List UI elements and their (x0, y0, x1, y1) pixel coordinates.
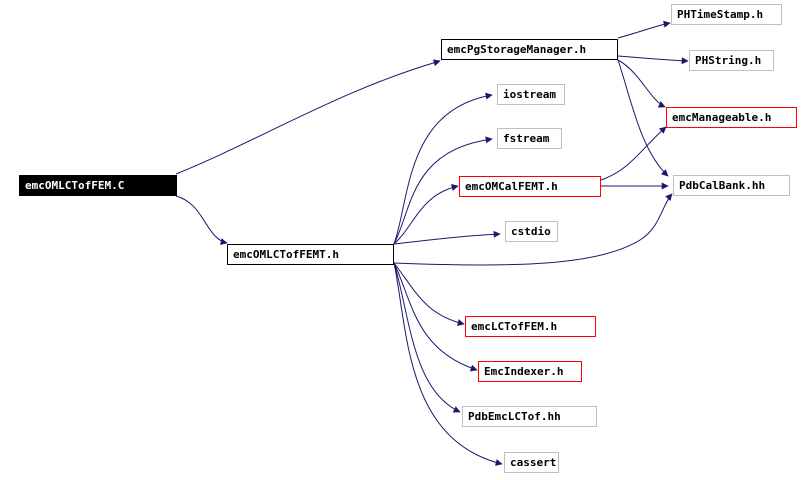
edge-emcomcalfemt-to-emcmanageable (600, 126, 667, 181)
edge-emcpgstoragemanager-to-emcmanageable (617, 59, 666, 108)
edge-emcpgstoragemanager-to-phstring (617, 55, 689, 65)
edge-root-to-emcpgstoragemanager (175, 59, 441, 175)
edge-emcomlctoffemt-to-emclctoffem (393, 262, 465, 326)
edge-emcomlctoffemt-to-iostream (393, 92, 493, 245)
node-pdbcalbank-hh: PdbCalBank.hh (673, 175, 790, 196)
node-emcmanageable-h[interactable]: emcManageable.h (666, 107, 797, 128)
edge-emcpgstoragemanager-to-pdbcalbank (617, 59, 669, 177)
node-emcomlctoffem-c: emcOMLCTofFEM.C (19, 175, 177, 196)
node-emcpgstoragemanager-h[interactable]: emcPgStorageManager.h (441, 39, 618, 60)
node-pdbemclctof-hh: PdbEmcLCTof.hh (462, 406, 597, 427)
edge-emcomlctoffemt-to-emcindexer (393, 262, 478, 372)
edge-root-to-emcomlctoffemt (175, 195, 228, 246)
node-phtimestamp-h: PHTimeStamp.h (671, 4, 782, 25)
edge-emcpgstoragemanager-to-phtimestamp (617, 20, 671, 39)
node-cassert: cassert (504, 452, 559, 473)
edge-emcomlctoffemt-to-cstdio (393, 230, 501, 245)
node-emcomlctoffemt-h[interactable]: emcOMLCTofFEMT.h (227, 244, 394, 265)
node-iostream: iostream (497, 84, 565, 105)
node-cstdio: cstdio (505, 221, 558, 242)
node-emcindexer-h[interactable]: EmcIndexer.h (478, 361, 582, 382)
node-phstring-h: PHString.h (689, 50, 774, 71)
node-emclctoffem-h[interactable]: emcLCTofFEM.h (465, 316, 596, 337)
edge-emcomlctoffemt-to-emcomcalfemt (393, 184, 459, 245)
node-fstream: fstream (497, 128, 562, 149)
edge-emcomlctoffemt-to-cassert (393, 262, 503, 466)
edge-emcomlctoffemt-to-fstream (393, 136, 493, 245)
edge-emcomlctoffemt-to-pdbemclctof (393, 262, 461, 413)
edge-emcomlctoffemt-to-pdbcalbank (393, 193, 673, 266)
node-emcomcalfemt-h[interactable]: emcOMCalFEMT.h (459, 176, 601, 197)
